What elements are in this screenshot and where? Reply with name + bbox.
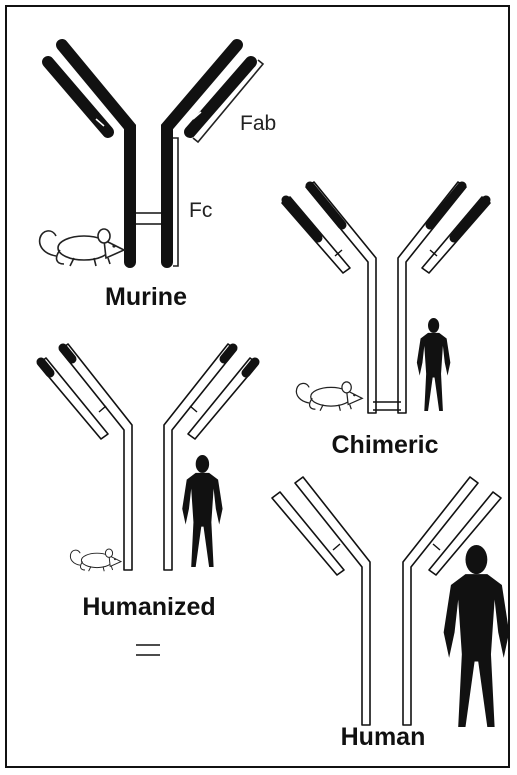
human-light-right [429,492,501,575]
chimeric-variable-heavy-right [430,186,462,225]
human-icon [444,545,510,727]
chimeric-heavy-left [306,182,376,413]
chimeric-antibody [282,182,490,413]
chimeric-variable-heavy-left [310,186,342,225]
fc-label: Fc [189,199,212,223]
humanized-caption: Humanized [82,593,215,622]
mouse-icon [296,382,362,411]
murine-antibody [48,45,263,266]
chimeric-variable-light-left [286,200,318,238]
murine-caption: Murine [105,283,187,312]
murine-heavy-chain-left [62,45,130,262]
humanized-cdr-light-left [41,362,50,373]
fab-label: Fab [240,112,276,136]
human-caption: Human [341,723,426,752]
humanized-cdr-heavy-left [63,348,72,359]
chimeric-variable-light-right [454,200,486,238]
mouse-icon [70,549,121,571]
mouse-icon [40,229,124,266]
fc-bracket [173,138,178,266]
human-icon [417,318,450,411]
human-icon [182,455,222,567]
human-light-left [272,492,344,575]
human-heavy-left [295,477,370,725]
humanized-cdr-light-right [246,362,255,373]
chimeric-caption: Chimeric [332,431,439,460]
humanized-heavy-left [60,344,132,570]
humanized-cdr-heavy-right [224,348,233,359]
